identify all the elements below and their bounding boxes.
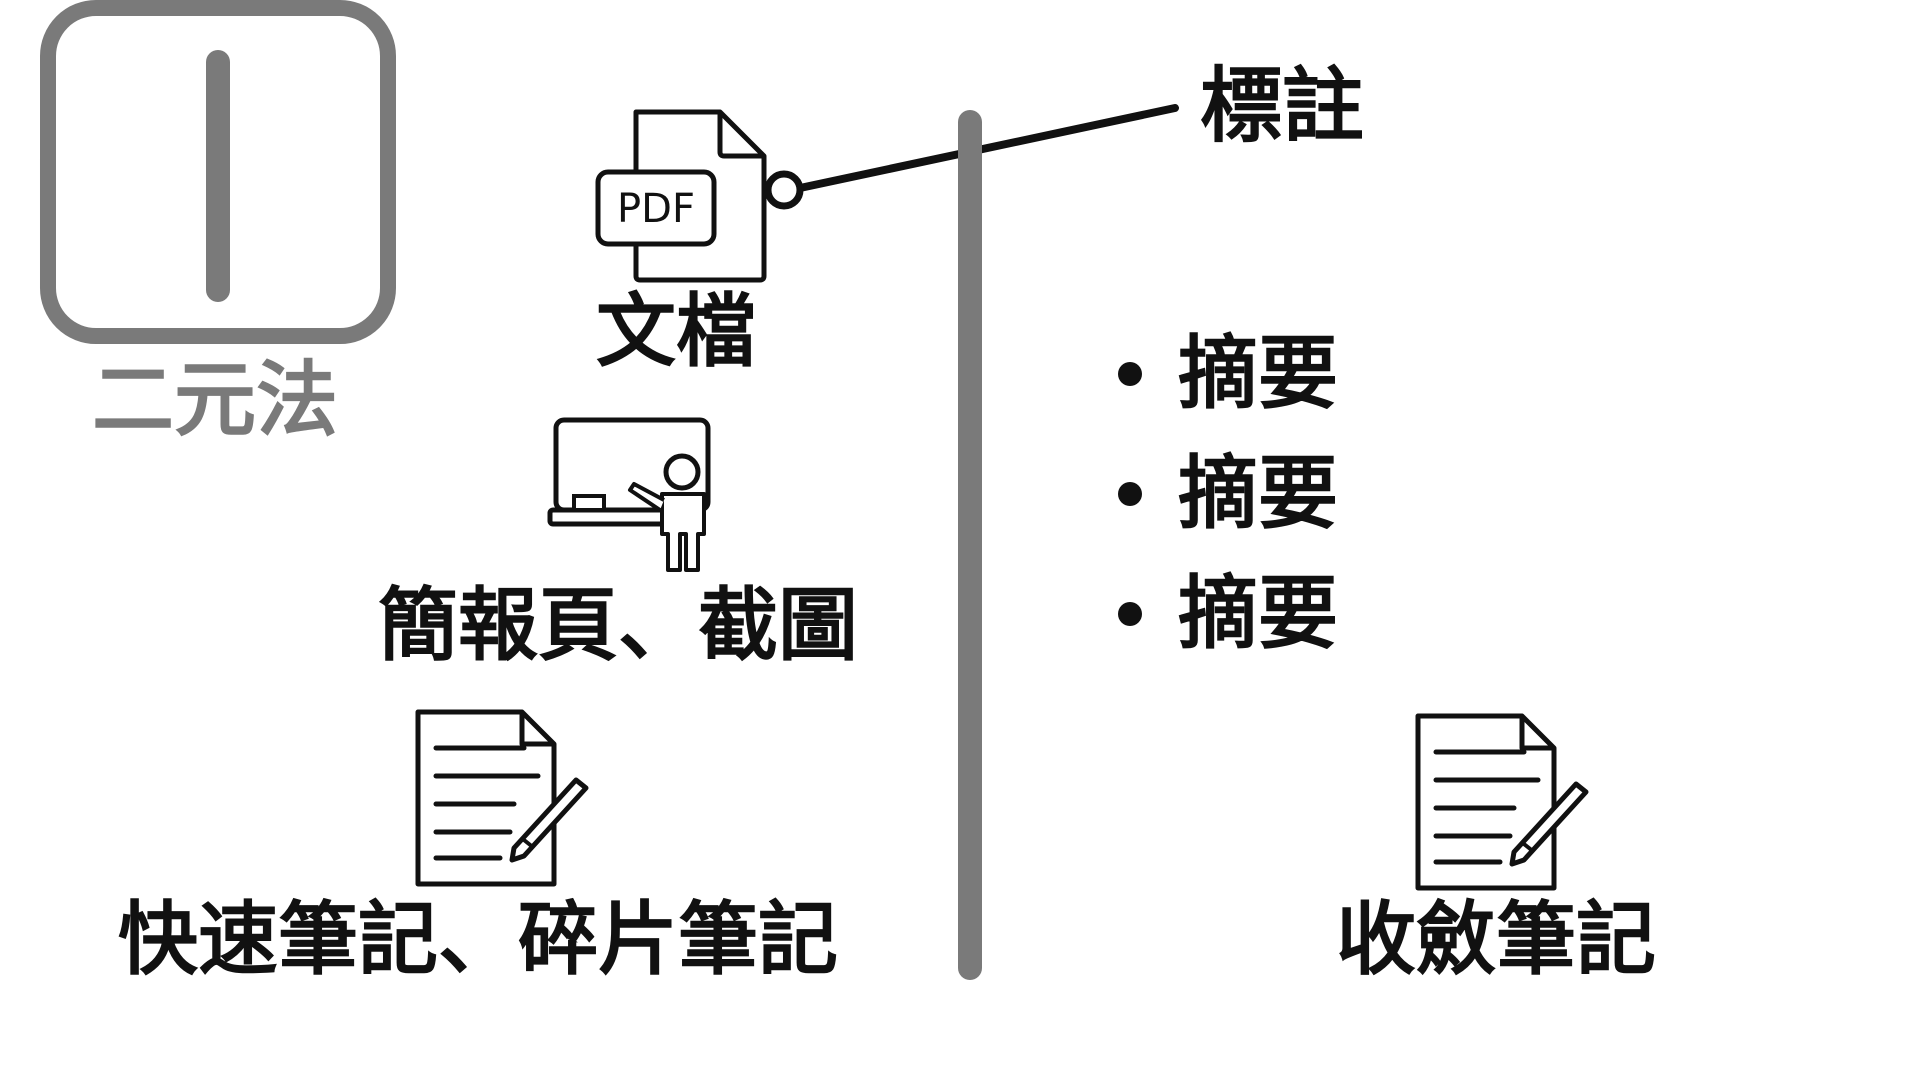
summary-text: 摘要 [1178, 567, 1338, 660]
center-divider [958, 110, 982, 980]
logo-mark-icon [40, 0, 396, 344]
note-pencil-icon [415, 709, 589, 887]
converged-notes-label: 收斂筆記 [1336, 893, 1656, 986]
logo-caption: 二元法 [92, 353, 339, 448]
annotation-label: 標註 [1200, 59, 1365, 154]
pdf-badge-text: PDF [617, 186, 695, 232]
pdf-file-icon: PDF [595, 109, 767, 283]
quick-notes-label: 快速筆記、碎片筆記 [118, 893, 838, 986]
document-label: 文檔 [596, 285, 756, 378]
slides-label: 簡報頁、截圖 [378, 579, 858, 672]
summary-text: 摘要 [1178, 447, 1338, 540]
summary-item: 摘要 [1118, 334, 1338, 414]
summary-item: 摘要 [1118, 454, 1338, 534]
teacher-whiteboard-icon [547, 417, 711, 572]
summary-text: 摘要 [1178, 327, 1338, 420]
summary-item: 摘要 [1118, 574, 1338, 654]
bullet-icon [1118, 362, 1142, 386]
bullet-icon [1118, 482, 1142, 506]
bullet-icon [1118, 602, 1142, 626]
note-pencil-icon [1415, 713, 1589, 891]
